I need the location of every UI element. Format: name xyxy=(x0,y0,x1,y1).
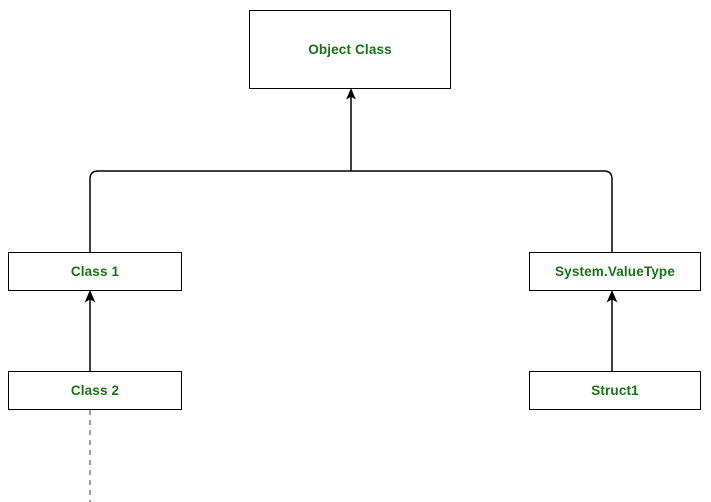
edge-bus-to-object-class xyxy=(346,88,356,171)
node-class-2[interactable]: Class 2 xyxy=(8,371,182,410)
node-struct1-label: Struct1 xyxy=(591,382,639,398)
arrowhead-system-valuetype xyxy=(606,290,618,303)
node-struct1[interactable]: Struct1 xyxy=(529,371,701,410)
node-class-1-label: Class 1 xyxy=(70,263,120,279)
arrowhead-object-class xyxy=(346,88,356,100)
node-system-valuetype-label: System.ValueType xyxy=(555,263,675,279)
node-object-class[interactable]: Object Class xyxy=(249,10,451,89)
node-object-class-label: Object Class xyxy=(308,41,392,57)
edge-class2-to-class1 xyxy=(84,290,96,371)
edge-bus-horizontal xyxy=(89,170,613,252)
node-class-1[interactable]: Class 1 xyxy=(8,252,182,291)
arrowhead-class-1 xyxy=(84,290,96,303)
node-class-2-label: Class 2 xyxy=(70,382,120,398)
node-system-valuetype[interactable]: System.ValueType xyxy=(529,252,701,291)
edge-struct1-to-valuetype xyxy=(606,290,618,371)
